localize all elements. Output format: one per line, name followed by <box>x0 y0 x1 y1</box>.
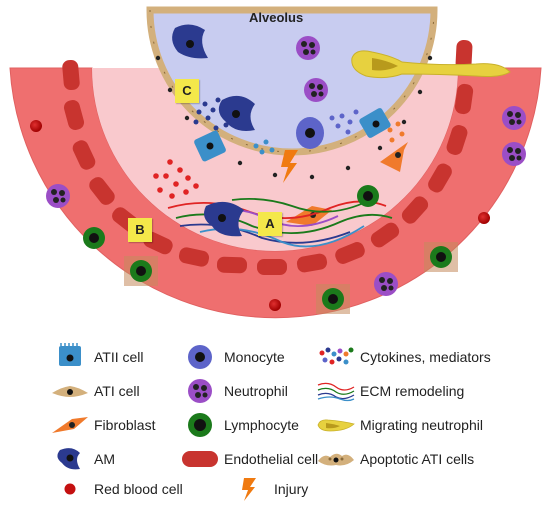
legend-item-lymphocyte: Lymphocyte <box>180 411 299 439</box>
lymphocyte <box>424 242 458 272</box>
legend-label: Cytokines, mediators <box>360 349 491 365</box>
atii-cell-icon <box>50 343 90 371</box>
legend-label: Monocyte <box>224 349 285 365</box>
legend-item-apoptotic: Apoptotic ATI cells <box>316 445 474 473</box>
fibroblast <box>380 142 408 172</box>
endothelial-cells <box>62 39 474 275</box>
migrating-neutrophil <box>351 50 511 79</box>
lymphocyte <box>357 185 379 207</box>
legend-label: Migrating neutrophil <box>360 417 483 433</box>
legend-label: ECM remodeling <box>360 383 465 399</box>
am-icon <box>50 445 90 473</box>
injury-icon <box>281 150 298 183</box>
legend-label: ATII cell <box>94 349 144 365</box>
alveolus-title: Alveolus <box>249 10 304 25</box>
neutrophil <box>502 106 526 130</box>
atii-cell <box>194 130 226 162</box>
legend-item-cytokines: Cytokines, mediators <box>316 343 491 371</box>
ati-cell-icon <box>50 377 90 405</box>
neutrophil <box>502 142 526 166</box>
atii-cell <box>359 108 391 138</box>
monocyte <box>296 117 324 149</box>
alveolar-macrophage <box>204 201 244 237</box>
fibroblast-icon <box>50 411 90 439</box>
neutrophil <box>46 184 70 208</box>
neutrophil <box>304 78 328 102</box>
monocyte-icon <box>180 343 220 371</box>
neutrophil-icon <box>180 377 220 405</box>
legend-label: Injury <box>274 481 309 497</box>
red-blood-cell-icon <box>50 475 90 503</box>
legend-label: Endothelial cell <box>224 451 319 467</box>
red-blood-cells <box>30 120 490 311</box>
legend-item-endothelial: Endothelial cell <box>180 445 318 473</box>
neutrophil <box>374 272 398 296</box>
cytokines-icon <box>316 343 356 371</box>
ecm-remodeling-icon <box>316 377 356 405</box>
legend-item-monocyte: Monocyte <box>180 343 285 371</box>
legend-label: Apoptotic ATI cells <box>360 451 475 467</box>
ati-cells-lining <box>155 55 433 180</box>
legend-item-fibroblast: Fibroblast <box>50 411 155 439</box>
legend-item-ati: ATI cell <box>50 377 140 405</box>
lymphocyte <box>316 284 350 314</box>
injury-icon <box>230 475 270 503</box>
legend: ATII cell Monocyte Cytokines, mediators … <box>0 335 550 505</box>
endothelial-cell-icon <box>180 445 220 473</box>
marker-a: A <box>258 212 282 236</box>
lymphocyte-icon <box>180 411 220 439</box>
marker-b: B <box>128 218 152 242</box>
legend-label: Red blood cell <box>94 481 183 497</box>
lymphocyte <box>124 256 158 286</box>
legend-item-atii: ATII cell <box>50 343 144 371</box>
alveolar-macrophage <box>218 95 255 131</box>
lymphocyte <box>83 227 105 249</box>
legend-item-injury: Injury <box>230 475 308 503</box>
legend-label: AM <box>94 451 115 467</box>
legend-item-ecm: ECM remodeling <box>316 377 464 405</box>
apoptotic-ati-cells-icon <box>316 445 356 473</box>
diagram-canvas <box>9 6 542 319</box>
marker-c: C <box>175 79 199 103</box>
legend-label: ATI cell <box>94 383 140 399</box>
neutrophil <box>296 36 320 60</box>
legend-label: Lymphocyte <box>224 417 299 433</box>
migrating-neutrophil-icon <box>316 411 356 439</box>
legend-label: Neutrophil <box>224 383 288 399</box>
cytokines <box>153 97 405 199</box>
legend-item-rbc: Red blood cell <box>50 475 183 503</box>
legend-label: Fibroblast <box>94 417 156 433</box>
alveolar-macrophage <box>172 24 208 59</box>
legend-item-neutrophil: Neutrophil <box>180 377 288 405</box>
legend-item-am: AM <box>50 445 115 473</box>
legend-item-migrating: Migrating neutrophil <box>316 411 483 439</box>
